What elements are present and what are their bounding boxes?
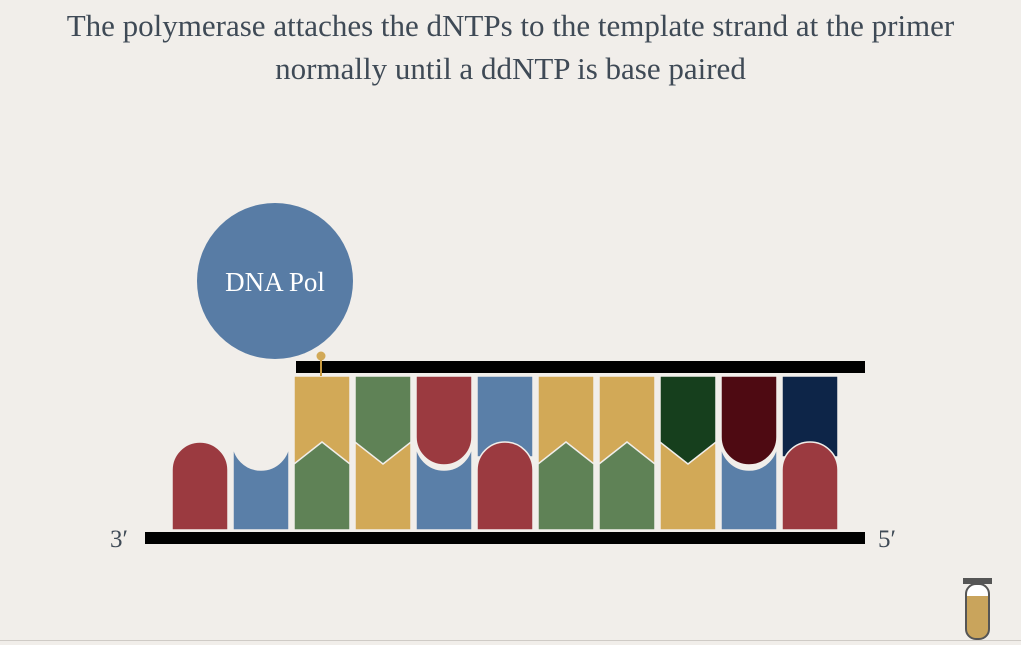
template-base-blue bbox=[415, 441, 473, 531]
template-base-red bbox=[476, 441, 534, 531]
polymerase-label: DNA Pol bbox=[225, 267, 325, 297]
template-base-yellow bbox=[659, 440, 717, 531]
template-base-yellow bbox=[354, 440, 412, 531]
primer-dot bbox=[316, 351, 326, 361]
new-base-blue bbox=[476, 375, 534, 458]
five-prime-label: 5′ bbox=[878, 526, 896, 553]
template-base-green bbox=[293, 441, 351, 531]
template-base-green bbox=[598, 441, 656, 531]
template-strand bbox=[145, 532, 865, 544]
new-base-navy bbox=[781, 375, 839, 458]
title-line-2: normally until a ddNTP is base paired bbox=[275, 51, 746, 86]
new-strand-bases bbox=[293, 375, 839, 467]
three-prime-label: 3′ bbox=[110, 526, 128, 553]
template-base-red bbox=[171, 441, 229, 531]
dna-polymerase bbox=[197, 203, 353, 359]
test-tube-icon[interactable] bbox=[963, 578, 992, 641]
bottom-divider bbox=[0, 640, 1021, 641]
new-strand-backbone bbox=[296, 361, 865, 373]
template-base-green bbox=[537, 441, 595, 531]
new-base-dark-red bbox=[720, 375, 778, 466]
template-base-blue bbox=[720, 441, 778, 531]
new-base-red bbox=[415, 375, 473, 466]
template-base-blue bbox=[232, 441, 290, 531]
slide-title: The polymerase attaches the dNTPs to the… bbox=[0, 4, 1021, 90]
template-base-red bbox=[781, 441, 839, 531]
template-strand-bases bbox=[171, 440, 839, 531]
title-line-1: The polymerase attaches the dNTPs to the… bbox=[66, 8, 955, 43]
